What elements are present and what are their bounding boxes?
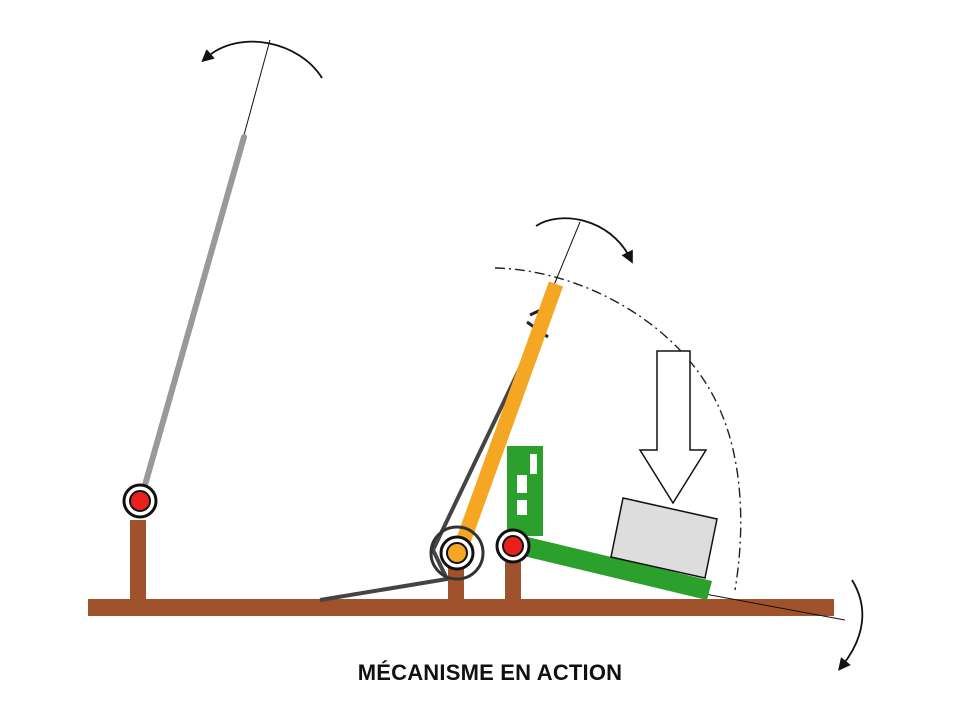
pivot-icon [439,535,475,571]
force-arrow-icon [638,350,708,505]
left-post [130,520,146,602]
load-box [610,497,718,579]
rotation-arrow-icon [201,40,323,79]
yellow-arm [429,217,633,581]
left-lever [122,39,323,519]
left-lever-bar [140,134,247,495]
left-lever-thin-line [243,39,271,136]
yellow-arm-bar [452,281,564,553]
rotation-arrow-icon [535,217,633,264]
diagram-caption: MÉCANISME EN ACTION [357,660,623,685]
pulley-outer-ring [429,525,485,581]
rotation-arrow-icon [838,579,864,671]
pivot-icon [122,483,158,519]
cable-line [319,323,543,602]
green-plate-bar [511,534,712,600]
green-upright-slot-2 [517,500,527,515]
green-upright-slot-1 [517,475,527,493]
base-beam [88,599,834,616]
green-plate [495,446,864,671]
pivot-icon [495,528,531,564]
middle-post [448,568,464,602]
plate-thin-line [704,593,846,621]
right-post [505,562,521,602]
base-frame [88,520,834,616]
green-upright-slot-3 [530,454,537,474]
yellow-arm-thin-line [551,221,581,291]
